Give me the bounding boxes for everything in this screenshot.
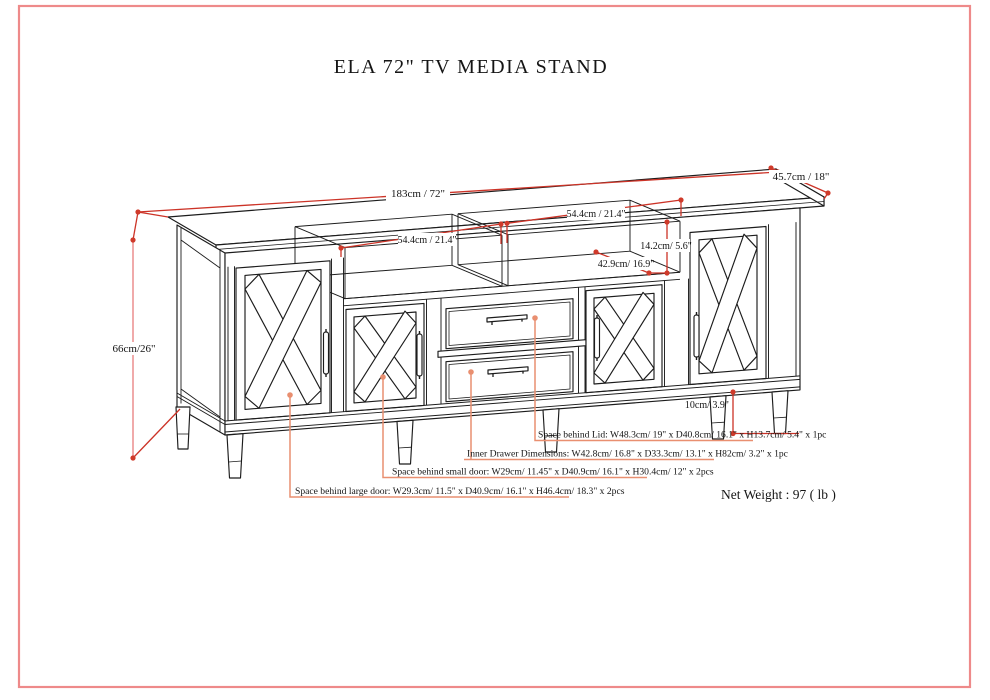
small-door-right [585, 284, 663, 394]
dim-overall-width: 183cm / 72" [391, 188, 445, 200]
large-door-left-handle [322, 331, 330, 375]
dim-opening-depth: 42.9cm/ 16.9" [598, 259, 655, 270]
dim-overall-depth: 45.7cm / 18" [773, 171, 830, 183]
dim-overall-height: 66cm/26" [113, 343, 156, 355]
label-backgrounds [109, 170, 833, 355]
callout-small-door: Space behind small door: W29cm/ 11.45" x… [392, 467, 714, 478]
callout-leader-dots [287, 315, 538, 398]
bottom-rail [176, 375, 801, 433]
callout-leaders [289, 318, 753, 498]
drawer2-handle [487, 366, 529, 375]
frame-stiles [227, 222, 797, 421]
callout-large-door: Space behind large door: W29.3cm/ 11.5" … [295, 486, 625, 497]
page-title: ELA 72" TV MEDIA STAND [334, 56, 608, 78]
dim-left-opening-width: 54.4cm / 21.4" [397, 235, 456, 246]
callout-inner-drawer: Inner Drawer Dimensions: W42.8cm/ 16.8" … [467, 449, 788, 460]
page-border [17, 4, 972, 689]
left-side-panel [176, 224, 226, 436]
small-door-left [345, 302, 425, 413]
dim-opening-height: 14.2cm/ 5.6" [640, 241, 692, 252]
dim-right-opening-width: 54.4cm / 21.4" [566, 209, 625, 220]
tv-stand-drawing [167, 168, 825, 479]
drawer1-handle [486, 314, 528, 323]
callout-lid: Space behind Lid: W48.3cm/ 19" x D40.8cm… [538, 430, 826, 441]
small-door-left-handle [416, 333, 423, 377]
large-door-right [689, 225, 767, 386]
small-door-right-handle [593, 317, 601, 359]
large-door-right-handle [693, 314, 700, 358]
net-weight-label: Net Weight : 97 ( lb ) [721, 487, 836, 502]
dim-leg-height: 10cm/ 3.9" [685, 400, 729, 411]
large-door-left [235, 260, 331, 421]
drawers [437, 298, 587, 403]
